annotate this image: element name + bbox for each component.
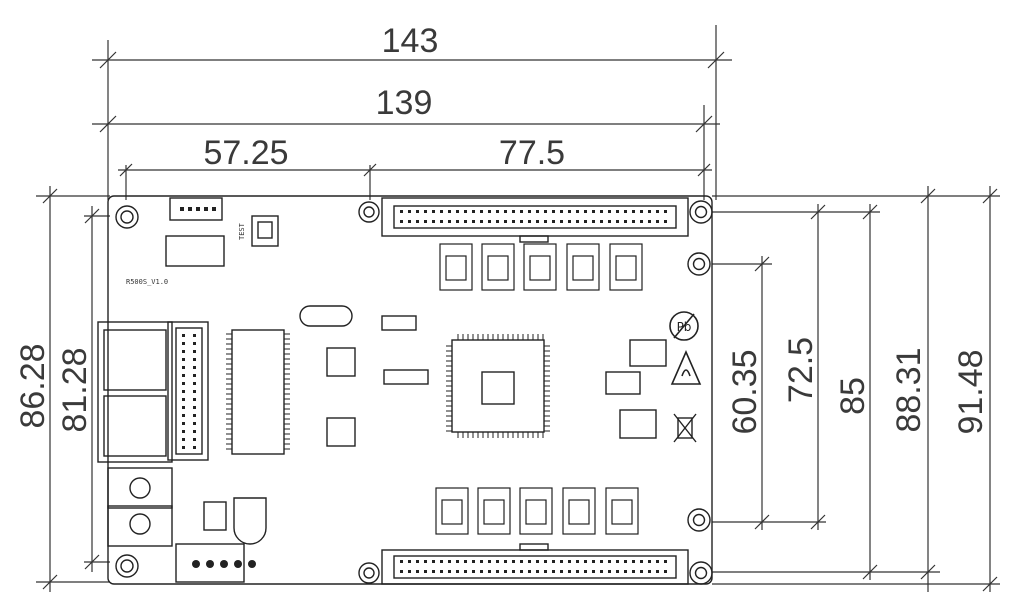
dim-top-connector: 77.5 bbox=[499, 134, 565, 172]
pb-free-icon: Pb bbox=[669, 311, 699, 341]
test-button bbox=[251, 215, 279, 247]
dim-left-overall: 86.28 bbox=[14, 343, 52, 428]
ic-leads bbox=[226, 333, 550, 450]
power-terminal bbox=[107, 505, 173, 547]
connector-pins bbox=[180, 207, 667, 573]
memory-chip bbox=[609, 243, 643, 291]
capacitor bbox=[233, 497, 267, 545]
pcb-board bbox=[97, 195, 713, 585]
mounting-hole bbox=[358, 201, 380, 223]
power-connector bbox=[175, 543, 245, 583]
ic-qfp-small bbox=[326, 417, 356, 447]
dim-right-inner: 88.31 bbox=[890, 347, 928, 432]
main-fpga bbox=[451, 339, 545, 433]
mounting-hole bbox=[115, 554, 139, 578]
mounting-holes bbox=[115, 200, 713, 585]
dim-top-left-hole: 57.25 bbox=[203, 134, 288, 172]
memory-chip bbox=[481, 243, 515, 291]
dimension-lines bbox=[36, 25, 1000, 592]
esd-warning-icon bbox=[670, 350, 702, 385]
memory-chips-top bbox=[439, 243, 643, 291]
ethernet-jacks bbox=[97, 321, 173, 463]
dim-right-holes: 60.35 bbox=[726, 349, 764, 434]
memory-chip bbox=[477, 487, 511, 535]
dim-right-overall: 91.48 bbox=[952, 349, 990, 434]
memory-chip bbox=[439, 243, 473, 291]
regulator bbox=[629, 339, 667, 367]
dim-right-holes-outer: 85 bbox=[834, 377, 872, 415]
mounting-hole bbox=[115, 205, 139, 229]
board-outline bbox=[107, 195, 713, 585]
vertical-header bbox=[167, 321, 209, 461]
top-hub-connector bbox=[381, 197, 689, 243]
ic-qfp-small bbox=[326, 347, 356, 377]
power-terminal bbox=[107, 467, 173, 509]
dim-left-inner: 81.28 bbox=[56, 347, 94, 432]
memory-chip bbox=[562, 487, 596, 535]
memory-chip bbox=[605, 487, 639, 535]
ic-tsop bbox=[231, 329, 285, 455]
board-model-label: R500S_V1.0 bbox=[126, 278, 168, 286]
mounting-hole bbox=[689, 561, 713, 585]
memory-chip bbox=[435, 487, 469, 535]
memory-chip bbox=[523, 243, 557, 291]
dim-top-inner: 139 bbox=[376, 84, 433, 122]
weee-bin-icon bbox=[673, 413, 697, 443]
memory-chips-bottom bbox=[435, 487, 639, 535]
bottom-hub-connector bbox=[381, 543, 689, 585]
test-label: TEST bbox=[238, 222, 246, 240]
svg-text:Pb: Pb bbox=[677, 320, 692, 334]
mounting-hole bbox=[687, 508, 711, 532]
mounting-hole bbox=[687, 252, 711, 276]
crystal bbox=[299, 305, 353, 327]
mounting-hole bbox=[689, 200, 713, 224]
dim-top-overall: 143 bbox=[382, 22, 439, 60]
memory-chip bbox=[519, 487, 553, 535]
dim-right-connector: 72.5 bbox=[782, 337, 820, 403]
memory-chip bbox=[566, 243, 600, 291]
mounting-hole bbox=[358, 562, 380, 584]
